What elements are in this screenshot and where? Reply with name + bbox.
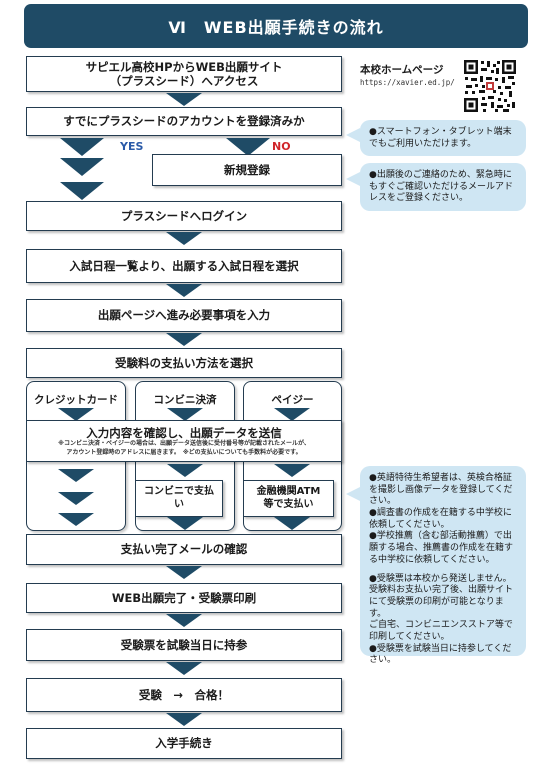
arrow-down bbox=[166, 232, 202, 245]
note-pointer bbox=[346, 172, 360, 186]
step-new-register: 新規登録 bbox=[152, 154, 342, 186]
no-label: NO bbox=[272, 140, 291, 153]
arrow-down bbox=[166, 284, 202, 297]
arrow-yes bbox=[60, 138, 104, 156]
arrow-down bbox=[166, 662, 202, 675]
arrow-down bbox=[166, 566, 202, 579]
homepage-label: 本校ホームページ bbox=[360, 64, 444, 76]
step-access-site: サピエル高校HPからWEB出願サイト （プラスシード）へアクセス bbox=[26, 56, 342, 92]
arrow-down bbox=[166, 614, 202, 627]
arrow-down bbox=[166, 713, 202, 726]
page-title: Ⅵ WEB出願手続きの流れ bbox=[24, 4, 528, 48]
arrow-down bbox=[167, 408, 203, 421]
note-smartphone: ●スマートフォン・タブレット端末 でもご利用いただけます。 bbox=[360, 120, 526, 156]
step-registered-question: すでにプラスシードのアカウントを登録済みか bbox=[26, 107, 342, 136]
step-bring-ticket: 受験票を試験当日に持参 bbox=[26, 629, 342, 661]
step-pay-at-convenience: コンビニで支払 い bbox=[135, 480, 223, 517]
step-pay-at-atm: 金融機関ATM 等で支払い bbox=[243, 480, 334, 517]
arrow-down bbox=[60, 182, 104, 200]
arrow-down bbox=[167, 464, 203, 477]
note-pointer bbox=[346, 128, 360, 142]
confirm-note-2: アカウント登録時のアドレスに届きます。 ※どの支払いについても手数料が必要です。 bbox=[66, 449, 302, 456]
step-login: プラスシードへログイン bbox=[26, 201, 342, 231]
arrow-down bbox=[166, 93, 202, 106]
arrow-down bbox=[167, 517, 203, 530]
homepage-url[interactable]: https://xavier.ed.jp/ bbox=[360, 78, 455, 87]
step-payment-method: 受験料の支払い方法を選択 bbox=[26, 348, 342, 378]
step-exam-pass: 受験 → 合格！ bbox=[26, 678, 342, 712]
confirm-note-1: ※コンビニ決済・ペイジーの場合は、出願データ送信後に受付番号等が記載されたメール… bbox=[58, 440, 310, 447]
note-pointer bbox=[346, 487, 360, 501]
arrow-down bbox=[58, 408, 94, 421]
arrow-down bbox=[166, 333, 202, 346]
pay-credit-label: クレジットカード bbox=[34, 394, 118, 406]
step-select-date: 入試日程一覧より、出願する入試日程を選択 bbox=[26, 249, 342, 283]
arrow-down bbox=[274, 408, 310, 421]
step-confirm-send bbox=[26, 420, 342, 462]
arrow-no bbox=[226, 138, 270, 156]
yes-label: YES bbox=[120, 140, 144, 153]
step-complete-print: WEB出願完了・受験票印刷 bbox=[26, 583, 342, 613]
qr-code-icon[interactable] bbox=[462, 58, 518, 114]
arrow-down bbox=[58, 513, 94, 526]
arrow-down bbox=[58, 469, 94, 482]
arrow-down bbox=[60, 158, 104, 176]
note-email: ●出願後のご連絡のため、緊急時に もすぐご確認いただけるメールアド レスをご登録… bbox=[360, 163, 526, 211]
step-input-details: 出願ページへ進み必要事項を入力 bbox=[26, 299, 342, 332]
confirm-send-label: 入力内容を確認し、出願データを送信 bbox=[86, 426, 282, 440]
arrow-down bbox=[58, 492, 94, 505]
pay-convenience-label: コンビニ決済 bbox=[153, 394, 217, 406]
arrow-down bbox=[274, 464, 310, 477]
step-enroll: 入学手続き bbox=[26, 728, 342, 759]
step-payment-done-mail: 支払い完了メールの確認 bbox=[26, 534, 342, 565]
arrow-down bbox=[274, 517, 310, 530]
pay-easy-label: ペイジー bbox=[271, 394, 314, 406]
note-special: ●英語特待生希望者は、英検合格証 を撮影し画像データを登録してくだ さい。 ●調… bbox=[360, 466, 526, 665]
